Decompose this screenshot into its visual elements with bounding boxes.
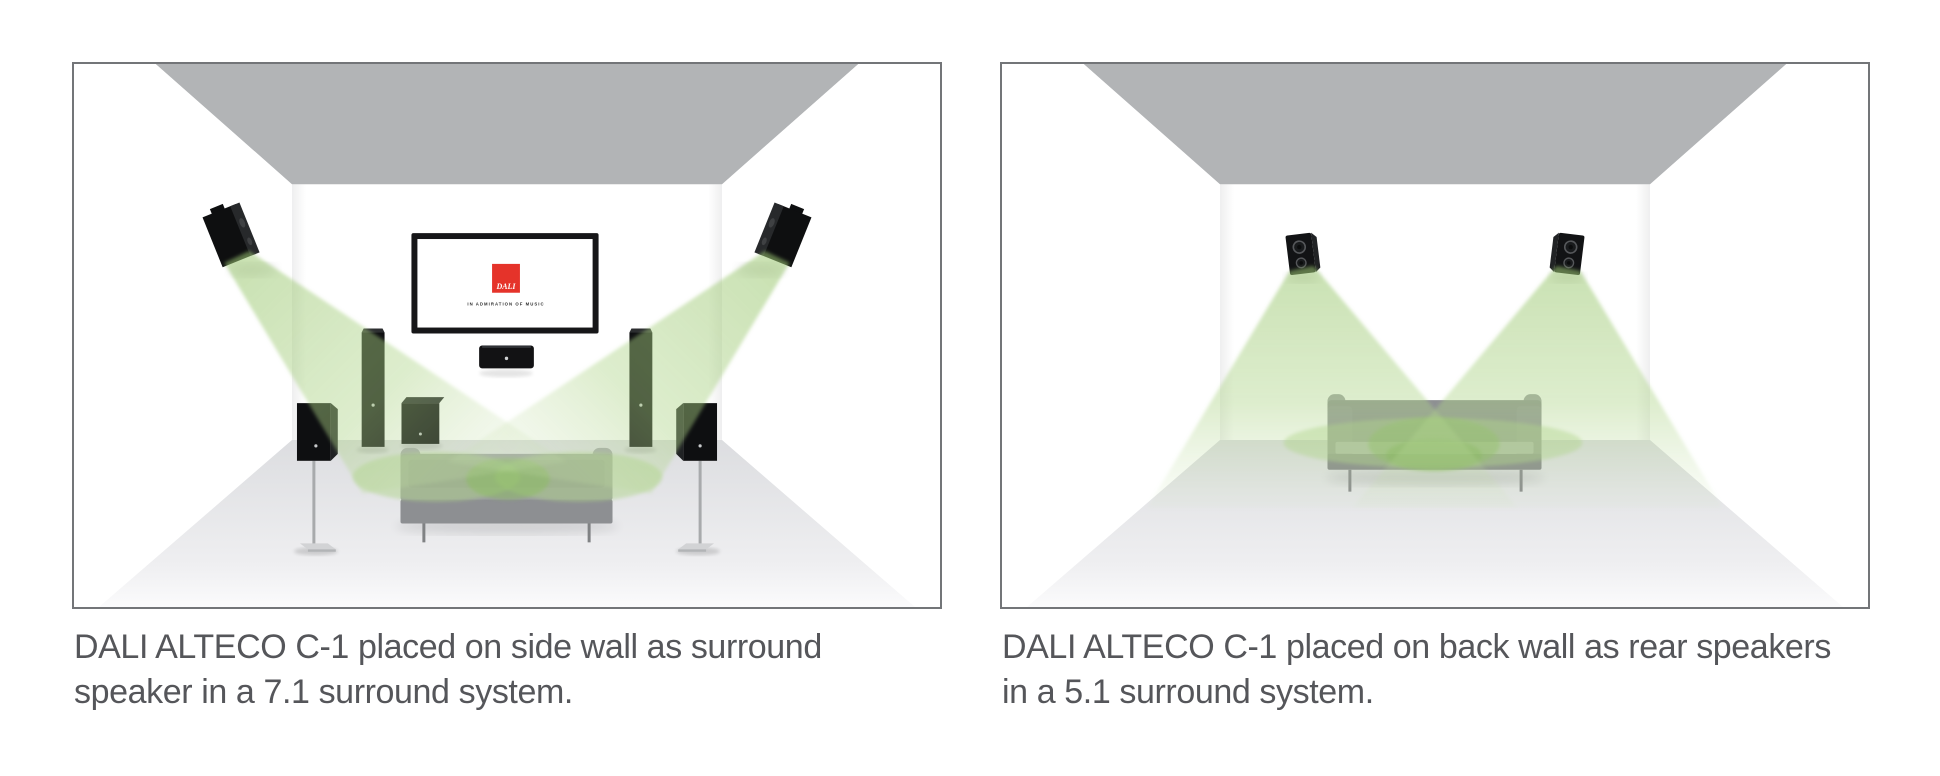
figure-panel-back-wall-5-1 <box>1000 62 1870 609</box>
sound-beam-right <box>1352 265 1723 508</box>
figure-panel-side-wall-7-1: DALI IN ADMIRATION OF MUSIC <box>72 62 942 609</box>
speaker-stand-pole <box>312 460 316 545</box>
caption-side-wall-7-1: DALI ALTECO C-1 placed on side wall as s… <box>74 625 822 715</box>
room <box>1002 64 1868 607</box>
left-wall <box>1002 64 1220 607</box>
caption-back-wall-5-1: DALI ALTECO C-1 placed on back wall as r… <box>1002 625 1831 715</box>
caption-line-2: in a 5.1 surround system. <box>1002 673 1374 711</box>
room-diagram-5-1 <box>1002 64 1868 607</box>
couch-leg <box>587 523 591 543</box>
ceiling <box>1083 64 1787 185</box>
dali-tagline: IN ADMIRATION OF MUSIC <box>467 302 544 307</box>
tv: DALI IN ADMIRATION OF MUSIC <box>411 233 599 334</box>
dali-logo-text: DALI <box>496 282 517 291</box>
right-wall <box>722 64 940 607</box>
sound-beam-left <box>224 250 567 494</box>
speaker-stand-pole <box>698 460 702 545</box>
alteco-rear-speaker-right <box>1549 232 1585 283</box>
caption-line-2: speaker in a 7.1 surround system. <box>74 673 573 711</box>
speaker-stand-base <box>678 543 715 550</box>
speaker-stand-base <box>299 543 336 550</box>
room-diagram-7-1: DALI IN ADMIRATION OF MUSIC <box>74 64 940 607</box>
right-wall <box>1650 64 1868 607</box>
caption-line-1: DALI ALTECO C-1 placed on back wall as r… <box>1002 628 1831 666</box>
ceiling <box>155 64 859 185</box>
sound-beam-right <box>447 250 790 494</box>
dali-logo-square <box>492 263 520 293</box>
left-wall <box>74 64 292 607</box>
couch-leg <box>422 523 426 543</box>
caption-line-1: DALI ALTECO C-1 placed on side wall as s… <box>74 628 822 666</box>
center-speaker <box>479 345 534 378</box>
